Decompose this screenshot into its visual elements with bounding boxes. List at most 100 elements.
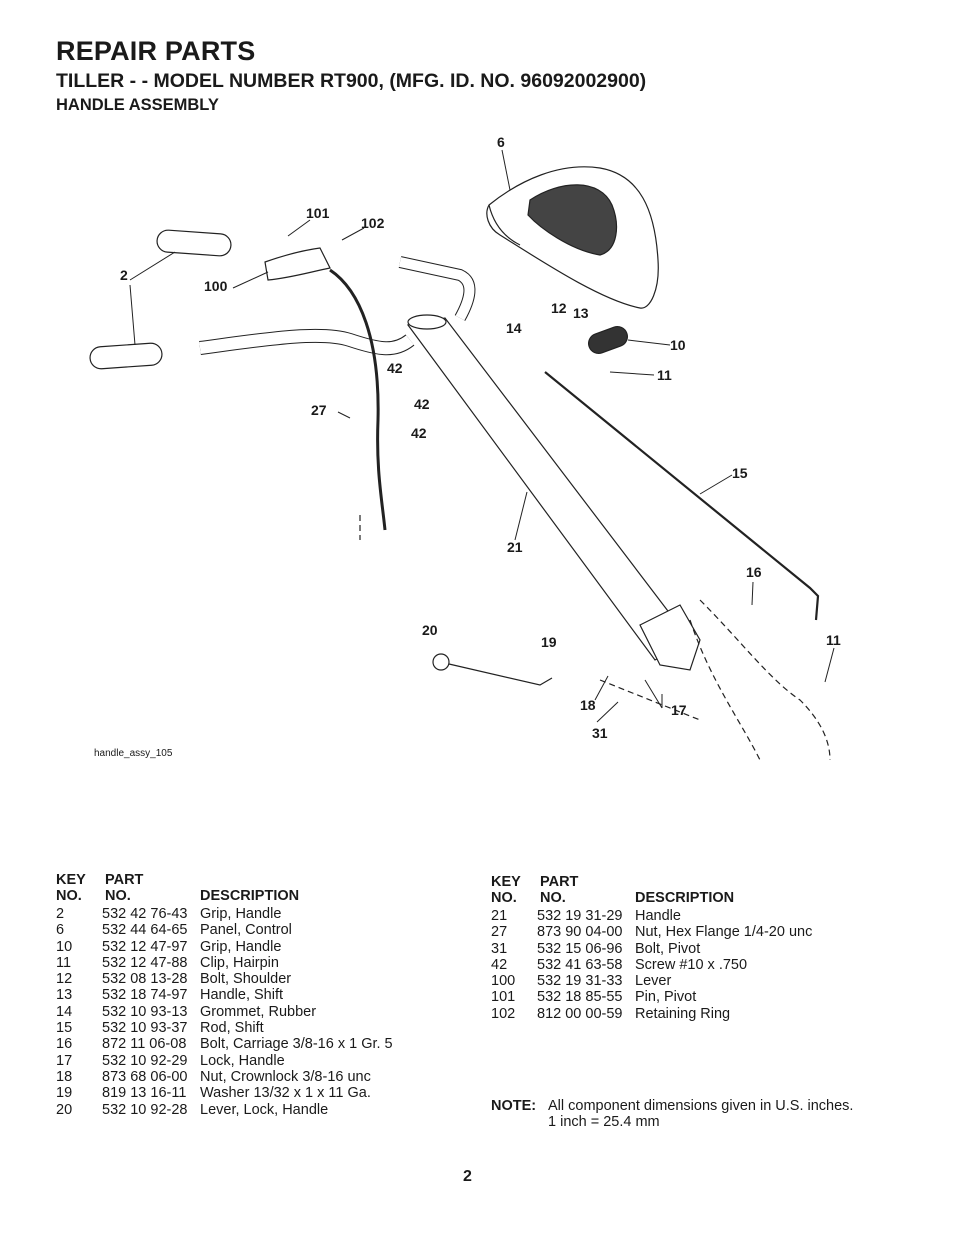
header-description: DESCRIPTION bbox=[635, 890, 735, 906]
description-cell: Panel, Control bbox=[200, 922, 292, 939]
key-cell: 31 bbox=[491, 940, 508, 957]
part-number-cell: 532 08 13-28 bbox=[102, 971, 188, 988]
description-cell: Lock, Handle bbox=[200, 1052, 285, 1069]
grip-part bbox=[89, 229, 232, 370]
part-number-cell: 532 10 93-13 bbox=[102, 1003, 188, 1020]
main-handle-part bbox=[406, 314, 691, 661]
callout-label: 19 bbox=[541, 634, 557, 650]
key-cell: 18 bbox=[56, 1068, 73, 1085]
description-cell: Nut, Hex Flange 1/4-20 unc bbox=[635, 924, 813, 941]
description-cell: Nut, Crownlock 3/8-16 unc bbox=[200, 1068, 371, 1085]
part-number-cell: 532 15 06-96 bbox=[537, 940, 623, 957]
header-key: KEY bbox=[491, 874, 521, 890]
header-description: DESCRIPTION bbox=[200, 888, 300, 904]
key-cell: 11 bbox=[56, 954, 72, 971]
part-number-cell: 532 19 31-29 bbox=[537, 908, 623, 924]
callout-label: 21 bbox=[507, 539, 523, 555]
header-key-no: NO. bbox=[491, 890, 517, 906]
part-number-cell: 532 44 64-65 bbox=[102, 922, 188, 939]
part-number-cell: 819 13 16-11 bbox=[102, 1085, 187, 1102]
part-number-cell: 532 12 47-88 bbox=[102, 954, 188, 971]
description-cell: Lever, Lock, Handle bbox=[200, 1101, 329, 1118]
description-cell: Handle bbox=[635, 908, 681, 924]
part-number-cell: 532 42 76-43 bbox=[102, 906, 188, 922]
key-cell: 27 bbox=[491, 924, 508, 941]
callout-label: 14 bbox=[506, 320, 522, 336]
part-number-cell: 873 90 04-00 bbox=[537, 924, 623, 941]
part-number-cell: 532 19 31-33 bbox=[537, 973, 623, 990]
part-number-cell: 532 18 85-55 bbox=[537, 989, 623, 1006]
key-cell: 15 bbox=[56, 1020, 73, 1037]
leader-lines bbox=[129, 149, 835, 723]
header-part-no: NO. bbox=[540, 890, 566, 906]
key-cell: 14 bbox=[56, 1003, 73, 1020]
part-number-cell: 532 12 47-97 bbox=[102, 938, 188, 955]
part-number-cell: 532 10 92-29 bbox=[102, 1052, 188, 1069]
key-cell: 10 bbox=[56, 938, 73, 955]
callout-label: 42 bbox=[411, 425, 427, 441]
figure-id: handle_assy_105 bbox=[94, 748, 173, 759]
part-number-cell: 532 41 63-58 bbox=[537, 956, 623, 973]
key-cell: 19 bbox=[56, 1085, 73, 1102]
key-cell: 13 bbox=[56, 987, 73, 1004]
description-cell: Grommet, Rubber bbox=[200, 1003, 317, 1020]
header-key: KEY bbox=[56, 872, 86, 888]
header-part: PART bbox=[540, 874, 579, 890]
part-number-cell: 873 68 06-00 bbox=[102, 1068, 188, 1085]
header-part-no: NO. bbox=[105, 888, 131, 904]
callout-label: 17 bbox=[671, 702, 687, 718]
note-line-2: 1 inch = 25.4 mm bbox=[548, 1114, 660, 1130]
callout-label: 15 bbox=[732, 465, 748, 481]
callout-label: 12 bbox=[551, 300, 567, 316]
callout-label: 102 bbox=[361, 215, 385, 231]
description-cell: Clip, Hairpin bbox=[200, 954, 279, 971]
shift-grip-part bbox=[588, 325, 628, 355]
callout-label: 20 bbox=[422, 622, 438, 638]
page-number: 2 bbox=[463, 1168, 472, 1185]
callout-label: 11 bbox=[657, 367, 672, 383]
header-key-no: NO. bbox=[56, 888, 82, 904]
callout-label: 31 bbox=[592, 725, 608, 741]
key-cell: 12 bbox=[56, 971, 73, 988]
cable-part bbox=[329, 268, 387, 531]
section-title: HANDLE ASSEMBLY bbox=[56, 96, 219, 114]
part-number-cell: 532 10 93-37 bbox=[102, 1020, 188, 1037]
key-cell: 20 bbox=[56, 1101, 73, 1118]
pivot-bracket bbox=[639, 604, 701, 671]
description-cell: Washer 13/32 x 1 x 11 Ga. bbox=[200, 1085, 371, 1102]
key-cell: 101 bbox=[491, 989, 516, 1006]
description-cell: Retaining Ring bbox=[635, 1005, 731, 1022]
part-number-cell: 532 10 92-28 bbox=[102, 1101, 188, 1118]
callout-label: 2 bbox=[120, 267, 128, 283]
key-cell: 102 bbox=[491, 1005, 516, 1022]
shift-rod-part bbox=[544, 371, 820, 621]
callout-label: 42 bbox=[414, 396, 430, 412]
key-cell: 16 bbox=[56, 1036, 73, 1053]
callout-label: 10 bbox=[670, 337, 686, 353]
description-cell: Bolt, Pivot bbox=[635, 940, 701, 957]
description-cell: Screw #10 x .750 bbox=[635, 956, 748, 973]
callout-label: 11 bbox=[826, 632, 841, 648]
page-title: REPAIR PARTS bbox=[56, 36, 256, 66]
key-cell: 2 bbox=[56, 906, 65, 922]
part-number-cell: 532 18 74-97 bbox=[102, 987, 188, 1004]
description-cell: Pin, Pivot bbox=[635, 989, 697, 1006]
key-cell: 100 bbox=[491, 973, 516, 990]
callout-label: 16 bbox=[746, 564, 762, 580]
callout-label: 101 bbox=[306, 205, 330, 221]
description-cell: Grip, Handle bbox=[200, 906, 282, 922]
description-cell: Handle, Shift bbox=[200, 987, 284, 1004]
part-number-cell: 812 00 00-59 bbox=[537, 1005, 623, 1022]
lever-part bbox=[264, 247, 331, 281]
callout-label: 42 bbox=[387, 360, 403, 376]
key-cell: 6 bbox=[56, 922, 65, 939]
description-cell: Bolt, Carriage 3/8-16 x 1 Gr. 5 bbox=[200, 1036, 393, 1053]
callout-label: 6 bbox=[497, 134, 505, 150]
tiller-outline bbox=[359, 515, 831, 761]
note-line-1: All component dimensions given in U.S. i… bbox=[548, 1098, 854, 1114]
callout-label: 100 bbox=[204, 278, 228, 294]
description-cell: Grip, Handle bbox=[200, 938, 282, 955]
key-cell: 17 bbox=[56, 1052, 73, 1069]
callout-label: 18 bbox=[580, 697, 596, 713]
